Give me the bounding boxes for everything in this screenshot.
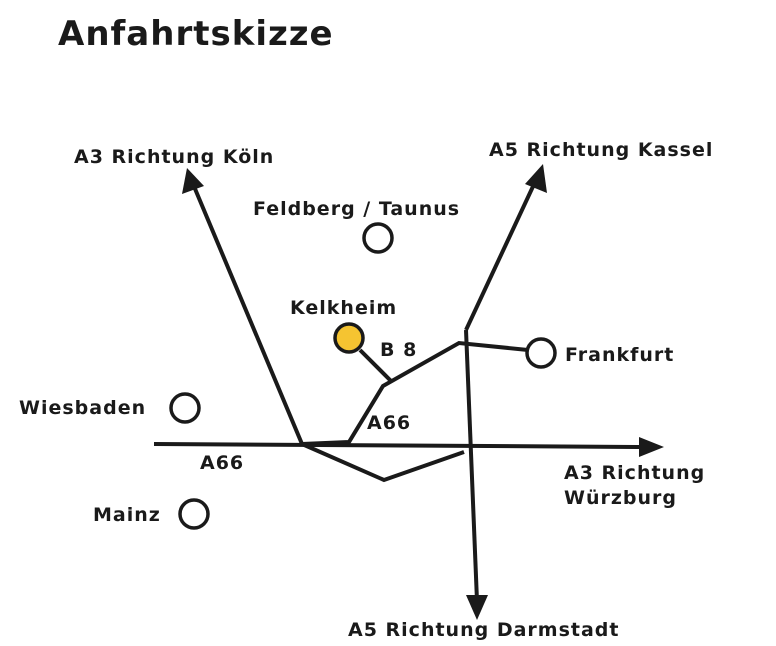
label-b8: B 8 [380, 339, 417, 361]
label-a66-west: A66 [200, 452, 244, 474]
arrow-koeln-icon [182, 168, 204, 194]
label-a66-connector: A66 [367, 412, 411, 434]
label-a3-koeln: A3 Richtung Köln [74, 146, 274, 168]
arrow-darmstadt-icon [466, 595, 488, 620]
direction-arrows [182, 164, 664, 620]
road-labels: A3 Richtung Köln A5 Richtung Kassel A3 R… [74, 139, 713, 641]
road-a3-koeln [191, 183, 304, 445]
kelkheim-marker-icon [333, 322, 365, 354]
road-a5-kassel [464, 179, 538, 331]
roads [153, 179, 645, 602]
label-kelkheim: Kelkheim [290, 297, 397, 319]
mainz-marker-icon [178, 498, 210, 530]
label-wiesbaden: Wiesbaden [19, 397, 146, 419]
label-a3-wuerzburg-line1: A3 Richtung [564, 462, 705, 484]
road-a66-connector [301, 340, 529, 446]
road-a66-main [153, 442, 645, 449]
road-a3-southeast [301, 442, 465, 483]
wiesbaden-marker-icon [169, 392, 201, 424]
label-feldberg: Feldberg / Taunus [253, 198, 460, 220]
label-a3-wuerzburg-line2: Würzburg [564, 487, 677, 509]
label-a5-kassel: A5 Richtung Kassel [489, 139, 713, 161]
label-a5-darmstadt: A5 Richtung Darmstadt [348, 619, 619, 641]
feldberg-marker-icon [362, 222, 394, 254]
road-a5-darmstadt [464, 329, 479, 602]
place-labels: Feldberg / Taunus Kelkheim Frankfurt Wie… [19, 198, 674, 526]
arrow-kassel-icon [525, 164, 547, 193]
frankfurt-marker-icon [525, 337, 557, 369]
arrow-wuerzburg-icon [639, 437, 664, 457]
label-mainz: Mainz [93, 504, 161, 526]
road-b8 [358, 348, 394, 384]
label-frankfurt: Frankfurt [565, 344, 674, 366]
map-title: Anfahrtskizze [58, 14, 334, 54]
place-markers [169, 222, 557, 530]
